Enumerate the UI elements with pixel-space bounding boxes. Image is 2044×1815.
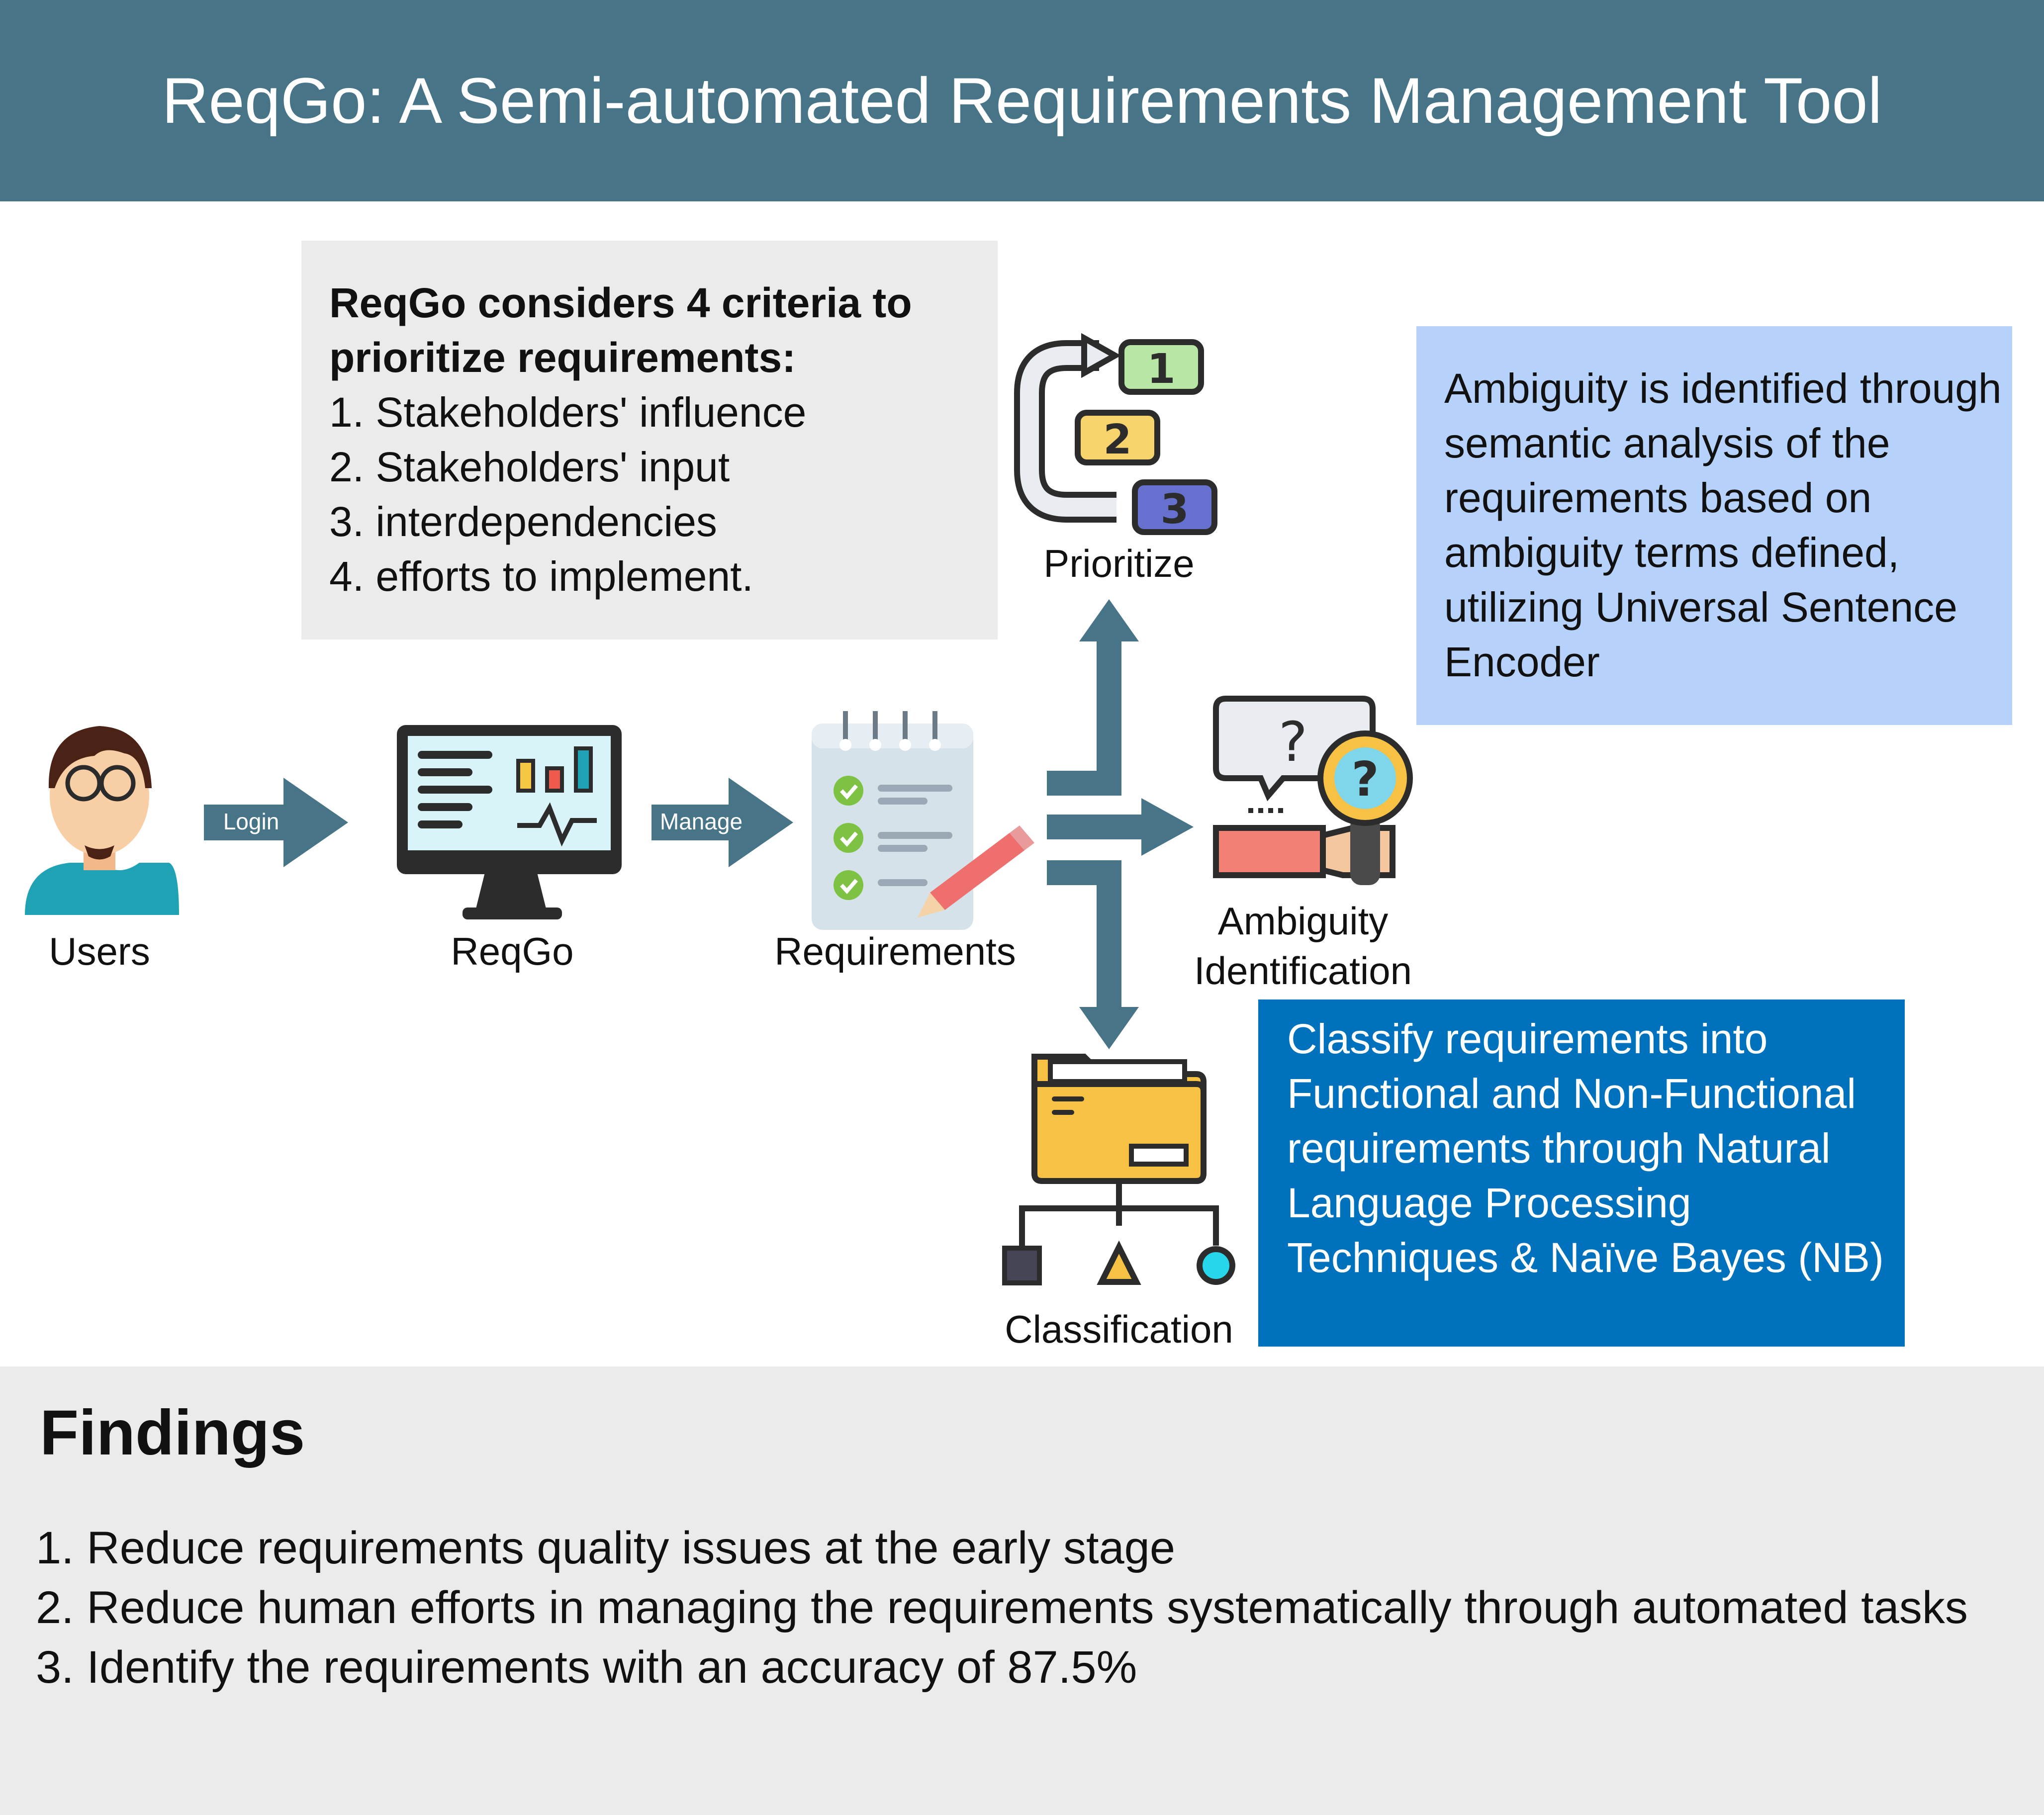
findings-panel: Findings 1. Reduce requirements quality … — [0, 1366, 2044, 1815]
branch-arrow-right — [1047, 798, 1194, 856]
criteria-item: 4. efforts to implement. — [329, 553, 753, 600]
classify-note-box: Classify requirements into Functional an… — [1258, 999, 1905, 1347]
findings-item: 2. Reduce human efforts in managing the … — [36, 1582, 1968, 1633]
users-label: Users — [49, 929, 150, 973]
checklist-icon — [812, 711, 973, 930]
findings-item: 3. Identify the requirements with an acc… — [36, 1642, 1137, 1693]
findings-list: 1. Reduce requirements quality issues at… — [36, 1518, 2005, 1697]
svg-text:?: ? — [1279, 710, 1307, 774]
criteria-item: 2. Stakeholders' input — [329, 444, 730, 490]
user-icon — [25, 726, 179, 915]
criteria-item: 3. interdependencies — [329, 498, 717, 545]
reqgo-label: ReqGo — [451, 929, 574, 973]
ambiguity-note-box: Ambiguity is identified through semantic… — [1416, 326, 2012, 725]
criteria-item: 1. Stakeholders' influence — [329, 389, 807, 436]
page-title: ReqGo: A Semi-automated Requirements Man… — [162, 64, 1882, 137]
criteria-heading: ReqGo considers 4 criteria to prioritize… — [329, 279, 912, 381]
findings-item: 1. Reduce requirements quality issues at… — [36, 1523, 1176, 1573]
login-arrow-label: Login — [223, 809, 279, 834]
priority-number: 2 — [1103, 416, 1131, 463]
criteria-box: ReqGo considers 4 criteria to prioritize… — [301, 241, 998, 639]
priority-number: 3 — [1160, 486, 1189, 533]
requirements-label: Requirements — [774, 929, 1016, 973]
ambiguity-label-line1: Ambiguity — [1217, 899, 1389, 943]
monitor-dashboard-icon — [397, 725, 622, 919]
findings-title: Findings — [40, 1397, 305, 1468]
classification-label: Classification — [1005, 1307, 1233, 1351]
ambiguity-note-text: Ambiguity is identified through semantic… — [1444, 365, 2002, 685]
manage-arrow-label: Manage — [659, 809, 743, 834]
ambiguity-label-line2: Identification — [1194, 949, 1412, 993]
svg-text:?: ? — [1351, 752, 1379, 807]
classify-note-text: Classify requirements into Functional an… — [1287, 1015, 1884, 1281]
magnifier-question-icon: ? ? — [1213, 696, 1413, 885]
prioritize-label: Prioritize — [1043, 542, 1195, 585]
manage-arrow — [651, 778, 793, 867]
pencil-icon — [918, 825, 1034, 917]
criteria-list: 1. Stakeholders' influence 2. Stakeholde… — [329, 385, 806, 604]
folder-hierarchy-icon — [1002, 1054, 1235, 1285]
branch-arrow-up — [1047, 599, 1139, 796]
branch-arrow-down — [1047, 860, 1139, 1049]
priority-number: 1 — [1147, 346, 1175, 393]
workflow-diagram: 1 2 3 ? ? — [25, 333, 1413, 1285]
priority-steps-icon: 1 2 3 — [1014, 333, 1217, 535]
login-arrow — [204, 778, 348, 867]
header-bar — [0, 0, 2044, 201]
